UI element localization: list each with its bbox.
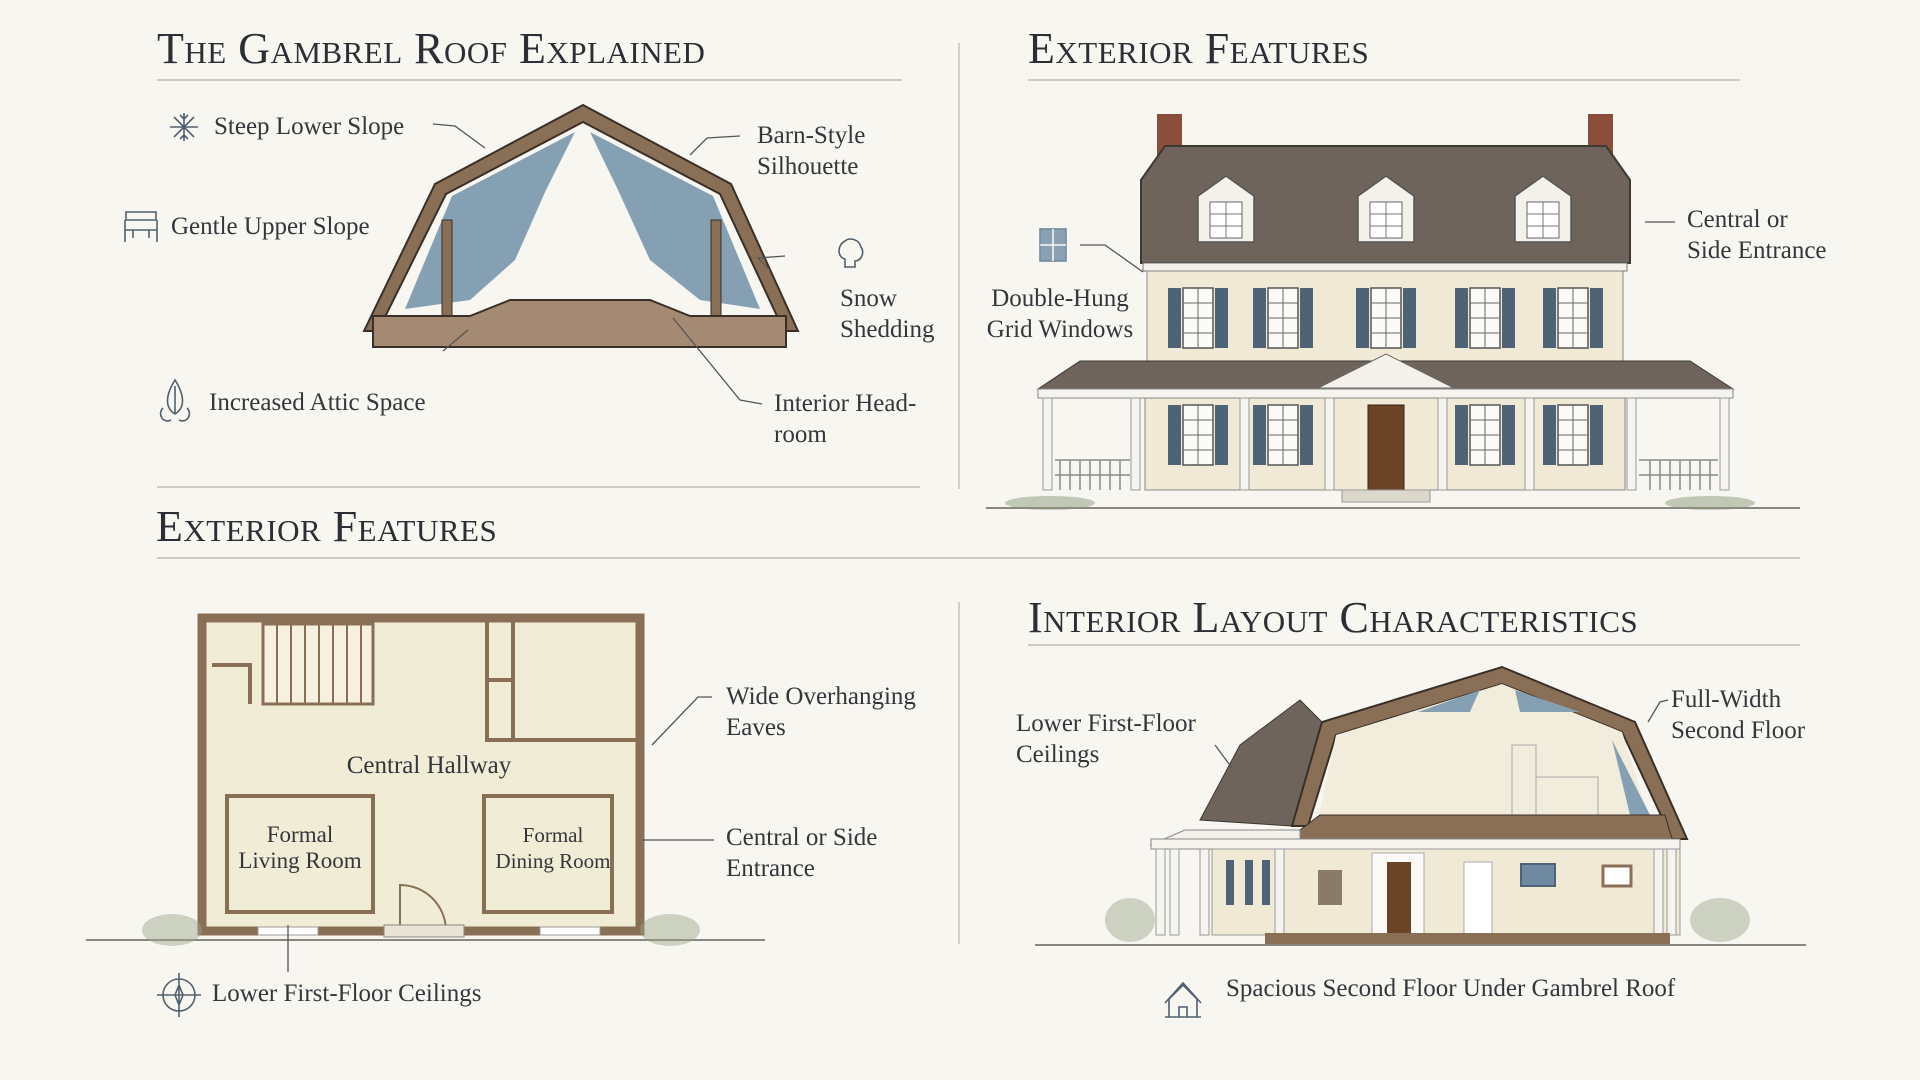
compass-icon	[157, 973, 201, 1017]
vertical-divider	[958, 43, 960, 489]
bench-icon	[124, 211, 158, 242]
snow-cloud-icon	[838, 238, 864, 268]
interior-leader-lines	[1214, 699, 1669, 769]
section-title-exterior-features-plan: Exterior Features	[156, 502, 498, 551]
label-spacious-second-floor: Spacious Second Floor Under Gambrel Roof	[1226, 975, 1676, 1002]
house-icon	[1164, 981, 1202, 1018]
section-title-interior-layout: Interior Layout Characteristics	[1028, 593, 1639, 642]
label-central-or-side-entrance-plan: Central or Side Entrance	[726, 824, 878, 882]
room-formal-dining: Formal Dining Room	[495, 823, 611, 873]
label-central-or-side-entrance: Central or Side Entrance	[1687, 206, 1827, 264]
divider	[157, 486, 920, 488]
divider	[1028, 79, 1740, 81]
label-lower-first-floor-ceilings-interior: Lower First-Floor Ceilings	[1016, 710, 1196, 768]
window-grid-icon	[1039, 228, 1067, 262]
interior-cutaway	[1035, 665, 1806, 946]
gambrel-roof-diagram	[362, 103, 800, 348]
label-full-width-second-floor: Full-Width Second Floor	[1671, 686, 1806, 744]
divider	[157, 557, 1800, 559]
label-barn-style-silhouette: Barn-Style Silhouette	[757, 122, 866, 180]
roof-leader-lines	[432, 123, 786, 405]
label-steep-lower-slope: Steep Lower Slope	[214, 113, 405, 140]
label-wide-overhanging-eaves: Wide Overhanging Eaves	[726, 683, 916, 741]
label-double-hung-windows: Double-Hung Grid Windows	[986, 285, 1134, 343]
label-lower-first-floor-ceilings: Lower First-Floor Ceilings	[212, 980, 482, 1007]
snowflake-icon	[170, 113, 198, 141]
label-interior-headroom: Interior Head- room	[774, 390, 917, 448]
section-title-exterior-features: Exterior Features	[1028, 24, 1370, 73]
leaf-icon	[159, 378, 191, 422]
vertical-divider	[958, 602, 960, 944]
room-central-hallway: Central Hallway	[346, 752, 512, 779]
label-gentle-upper-slope: Gentle Upper Slope	[171, 213, 370, 240]
colonial-house-elevation	[986, 114, 1800, 510]
room-formal-living: Formal Living Room	[238, 822, 362, 873]
divider	[1028, 644, 1800, 646]
divider	[157, 79, 902, 81]
label-snow-shedding: Snow Shedding	[840, 285, 935, 343]
floor-plan	[86, 613, 765, 946]
exterior-leader-lines	[1080, 221, 1675, 273]
plan-leader-lines	[287, 696, 714, 972]
label-increased-attic-space: Increased Attic Space	[209, 389, 426, 416]
section-title-gambrel-roof: The Gambrel Roof Explained	[157, 24, 706, 73]
